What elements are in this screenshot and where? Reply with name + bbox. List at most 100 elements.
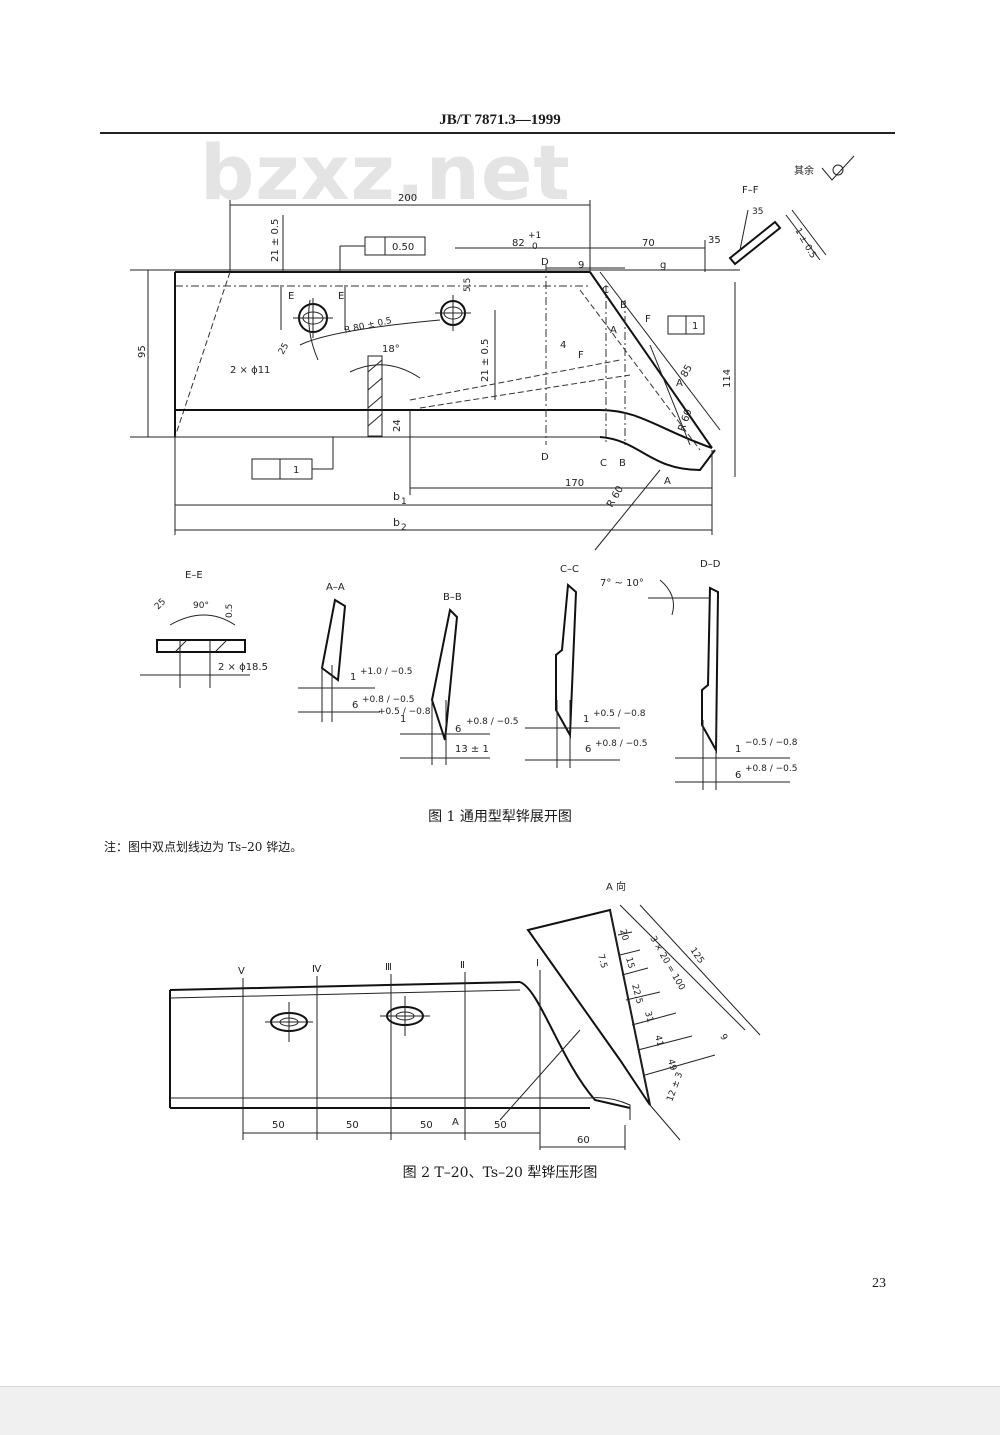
dd-t6-tol: +0.8 / −0.5 <box>745 764 797 774</box>
aa-t6-tol: +0.8 / −0.5 <box>362 695 414 705</box>
dim-g: g <box>660 260 666 271</box>
dim-18deg: 18° <box>382 344 400 355</box>
cut-c-top: C <box>602 285 609 296</box>
wedge-41: 41 <box>652 1034 665 1048</box>
wedge-22-5: 22.5 <box>629 983 644 1005</box>
cc-t6: 6 <box>585 744 591 755</box>
cc-t6-tol: +0.8 / −0.5 <box>595 739 647 749</box>
spacing-4: 50 <box>494 1120 507 1131</box>
dim-4: 4 <box>560 340 566 351</box>
fig1-caption: 图 1 通用型犁铧展开图 <box>428 809 572 825</box>
dim-3x20: 3 × 20 = 100 <box>647 935 686 993</box>
watermark: bzxz.net <box>200 128 571 217</box>
bb-t6-tol: +0.8 / −0.5 <box>466 717 518 727</box>
ee-hole: 2 × ϕ18.5 <box>218 662 268 673</box>
section-ee: E–E 90° 25 0.5 2 × ϕ18.5 <box>140 570 268 688</box>
cut-f-mid: F <box>578 350 584 361</box>
section-bb-title: B–B <box>443 592 462 603</box>
wedge-31: 31 <box>642 1010 655 1024</box>
station-iii: Ⅲ <box>385 962 392 973</box>
cut-d-top: D <box>541 257 549 268</box>
wedge-15: 15 <box>623 956 636 970</box>
wedge-49: 49 <box>665 1058 678 1072</box>
dim-25: 25 <box>277 342 291 357</box>
cut-e-right: E <box>338 291 344 302</box>
page-number: 23 <box>872 1276 886 1291</box>
cut-d-bottom: D <box>541 452 549 463</box>
dim-21-top: 21 ± 0.5 <box>270 219 281 262</box>
cut-c-bottom: C <box>600 458 607 469</box>
fig2-a-mark: A <box>452 1117 459 1128</box>
station-ii: Ⅱ <box>460 960 465 971</box>
dim-b2: b <box>393 516 400 529</box>
view-a: A 向 <box>606 880 626 893</box>
dim-114: 114 <box>722 369 733 388</box>
header-rule <box>100 132 895 134</box>
dim-82-lower: 0 <box>532 242 538 252</box>
fig1-labels: 200 82 +1 0 70 35 9 g 21 ± 0.5 21 ± 0.5 … <box>137 164 814 533</box>
dim-70: 70 <box>642 238 655 249</box>
dim-82: 82 <box>512 238 525 249</box>
aa-t1: 1 <box>350 672 356 683</box>
rest-mark: 其余 <box>794 164 814 177</box>
dim-r80: R 80 ± 0.5 <box>344 316 393 336</box>
fig2-dim-9: 9 <box>717 1033 729 1043</box>
wedge-20: 20 <box>617 928 630 942</box>
section-aa-title: A–A <box>326 582 345 593</box>
cut-b-top: B <box>620 300 627 311</box>
holes-note: 2 × ϕ11 <box>230 365 270 376</box>
fig2-caption: 图 2 T–20、Ts–20 犁铧压形图 <box>402 1165 598 1181</box>
viewer-footer-bar <box>0 1386 1000 1435</box>
bb-t6: 6 <box>455 724 461 735</box>
fig1-plate <box>130 155 855 551</box>
section-cc: C–C 1 +0.5 / −0.8 6 +0.8 / −0.5 <box>525 564 647 768</box>
spacing-3: 50 <box>420 1120 433 1131</box>
spacing-1: 50 <box>272 1120 285 1131</box>
dim-95: 95 <box>137 345 148 358</box>
bb-t1-tol: +0.5 / −0.8 <box>378 707 431 717</box>
tol-perp-1: 1 <box>692 321 698 332</box>
fig2-plate <box>169 904 761 1150</box>
cc-t1: 1 <box>583 714 589 725</box>
section-ee-title: E–E <box>185 570 203 581</box>
cut-b-bottom: B <box>619 458 626 469</box>
dim-9: 9 <box>578 260 584 271</box>
station-i: Ⅰ <box>536 958 539 969</box>
station-v: V <box>238 966 245 977</box>
ee-angle: 90° <box>193 601 209 611</box>
section-dd: D–D 7° ~ 10° 1 −0.5 / −0.8 6 +0.8 / −0.5 <box>600 559 798 790</box>
dim-b1-sub: 1 <box>401 497 407 507</box>
section-cc-title: C–C <box>560 564 579 575</box>
dd-t1: 1 <box>735 744 741 755</box>
dim-170: 170 <box>565 478 584 489</box>
dim-82-upper: +1 <box>528 231 541 241</box>
station-iv: Ⅳ <box>312 964 322 975</box>
dd-t6: 6 <box>735 770 741 781</box>
tol-perp-2: 1 <box>293 465 299 476</box>
cc-t1-tol: +0.5 / −0.8 <box>593 709 646 719</box>
cut-a-mid: A <box>676 378 683 389</box>
cut-f-top: F <box>645 314 651 325</box>
dim-200: 200 <box>398 193 417 204</box>
section-dd-title: D–D <box>700 559 721 570</box>
cut-a-top: A <box>610 325 617 336</box>
dim-35: 35 <box>708 235 721 246</box>
section-bb: B–B 1 +0.5 / −0.8 6 +0.8 / −0.5 13 ± 1 <box>378 592 518 765</box>
cut-a-bottom: A <box>664 476 671 487</box>
standard-header: JB/T 7871.3—1999 <box>439 112 561 128</box>
wedge-7-5: 7.5 <box>595 953 608 969</box>
dim-12: 12 ± 3 <box>665 1071 685 1103</box>
dim-24: 24 <box>392 419 403 432</box>
bb-t1: 1 <box>400 714 406 725</box>
dd-angle: 7° ~ 10° <box>600 578 644 589</box>
dim-b1: b <box>393 490 400 503</box>
dim-125: 125 <box>688 946 706 966</box>
dim-b2-sub: 2 <box>401 523 407 533</box>
ee-25: 25 <box>153 597 168 612</box>
aa-t1-tol: +1.0 / −0.5 <box>360 667 412 677</box>
dim-5-5: 5.5 <box>463 278 473 292</box>
aa-t6: 6 <box>352 700 358 711</box>
ff-1: 1 ± 0.5 <box>792 227 817 261</box>
dim-60: 60 <box>577 1135 590 1146</box>
ff-35: 35 <box>752 207 763 217</box>
